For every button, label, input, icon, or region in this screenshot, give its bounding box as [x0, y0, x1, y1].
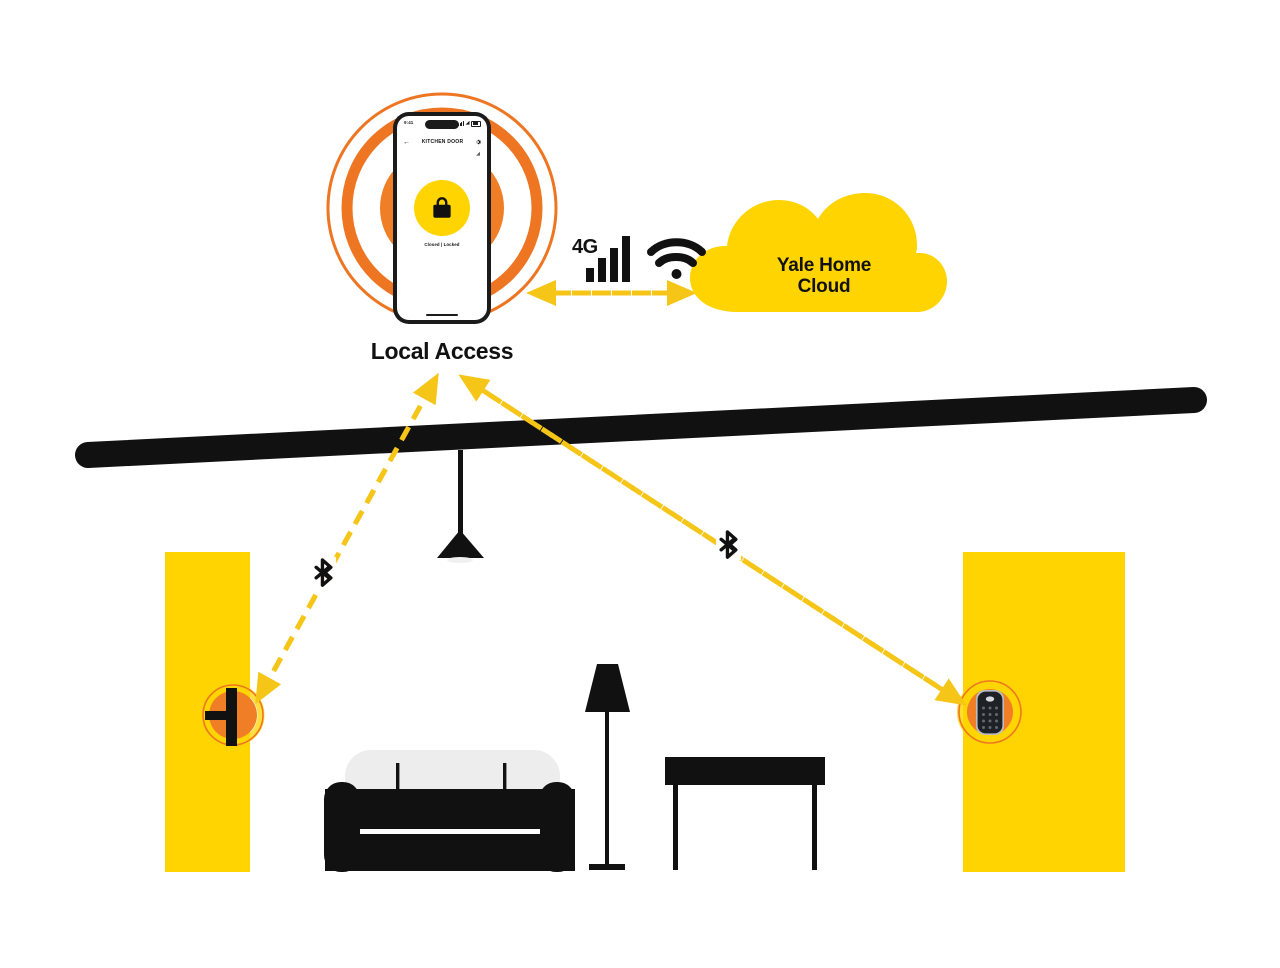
- cellular-signal-icon: [457, 121, 465, 126]
- bluetooth-icon: [310, 556, 337, 589]
- lock-status-text: Closed | Locked: [424, 242, 460, 247]
- door-lever-handle[interactable]: [205, 688, 237, 746]
- status-bar-time: 9:41: [404, 120, 414, 125]
- keypad-buttons[interactable]: [982, 706, 998, 730]
- yale-home-cloud: [690, 193, 947, 312]
- dynamic-island: [425, 120, 459, 129]
- connection-phone-to-right-lock: [458, 374, 967, 706]
- label-4g: 4G: [572, 236, 598, 258]
- pendant-lamp: [437, 450, 484, 563]
- battery-icon: [471, 120, 481, 127]
- wifi-icon: [647, 238, 706, 279]
- label-local-access: Local Access: [370, 338, 514, 364]
- floor-lamp: [585, 664, 630, 870]
- status-bar-icons: ◢: [457, 120, 481, 127]
- lock-closed-icon: [433, 197, 451, 218]
- home-indicator: [426, 313, 458, 316]
- connection-phone-to-left-lock: [255, 372, 439, 705]
- app-title: KITCHEN DOOR: [421, 139, 464, 145]
- app-top-bar: ← KITCHEN DOOR: [397, 135, 487, 149]
- sofa: [324, 750, 575, 872]
- wifi-icon: ◢: [465, 120, 470, 126]
- keypad-smart-lock[interactable]: [976, 690, 1004, 735]
- back-arrow-icon[interactable]: ←: [403, 138, 410, 146]
- phone-device[interactable]: 9:41 ◢ ← KITCHEN DOOR ◢ Closed | Locked: [393, 112, 491, 324]
- ceiling-beam: [75, 387, 1207, 468]
- wifi-small-icon: ◢: [476, 151, 480, 157]
- phone-screen[interactable]: 9:41 ◢ ← KITCHEN DOOR ◢ Closed | Locked: [397, 116, 487, 320]
- gear-icon[interactable]: [475, 139, 481, 145]
- label-yale-home-cloud: Yale Home Cloud: [776, 255, 872, 298]
- signal-bars-icon: [586, 236, 630, 282]
- bluetooth-icon: [715, 528, 742, 561]
- table: [665, 757, 825, 870]
- lock-toggle-button[interactable]: [414, 180, 470, 236]
